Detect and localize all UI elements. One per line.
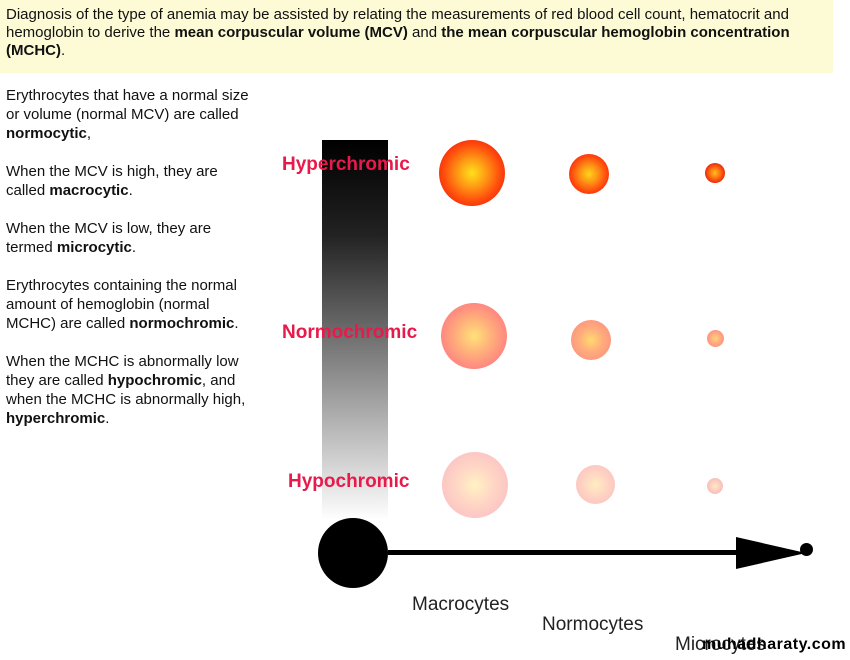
cell-hypochromic-microcyte [707, 478, 723, 494]
definition-text: . [105, 410, 110, 427]
microcytic-definition: When the MCV is low, they are termed mic… [6, 219, 256, 257]
definitions-panel: Erythrocytes that have a normal size or … [6, 86, 256, 447]
definition-text: . [128, 182, 133, 199]
cell-normochromic-macrocyte [441, 303, 507, 369]
normochromic-definition: Erythrocytes containing the normal amoun… [6, 276, 256, 333]
mchc-term: the mean corpuscular hemoglobin concentr… [6, 24, 790, 59]
normocytic-definition: Erythrocytes that have a normal size or … [6, 86, 256, 143]
column-label-normocytes: Normocytes [542, 614, 644, 635]
definition-term: hyperchromic [6, 410, 106, 427]
column-label-macrocytes: Macrocytes [412, 594, 510, 615]
size-arrow-head [736, 537, 806, 569]
cell-normochromic-microcyte [707, 330, 724, 347]
size-arrow-shaft [388, 550, 743, 555]
chromicity-gradient-bar [322, 140, 388, 520]
definition-term: normocytic [6, 125, 87, 142]
row-label-normochromic: Normochromic [282, 322, 418, 343]
definition-term: microcytic [56, 239, 132, 256]
intro-text: Diagnosis of the type of anemia may be a… [6, 6, 789, 41]
intro-text: and [407, 24, 442, 41]
definition-text: When the MCHC is abnormally low they are… [6, 353, 239, 389]
cell-hypochromic-macrocyte [442, 452, 508, 518]
intro-banner: Diagnosis of the type of anemia may be a… [0, 0, 833, 73]
row-label-hypochromic: Hypochromic [288, 471, 410, 492]
definition-term: macrocytic [49, 182, 129, 199]
cell-hyperchromic-microcyte [705, 163, 725, 183]
large-size-dot [318, 518, 388, 588]
definition-term: normochromic [129, 315, 235, 332]
definition-text: , and when the MCHC is abnormally high, [6, 372, 246, 408]
definition-text: . [131, 239, 137, 256]
cell-hypochromic-normocyte [576, 465, 615, 504]
macrocytic-definition: When the MCV is high, they are called ma… [6, 162, 256, 200]
definition-text: When the MCV is low, they are termed [6, 220, 212, 256]
intro-text: . [60, 42, 66, 59]
small-size-dot [800, 543, 813, 556]
column-label-microcytes: Microcytes [675, 634, 766, 655]
definition-text: . [234, 315, 239, 332]
definition-text: , [86, 125, 92, 142]
row-label-hyperchromic: Hyperchromic [282, 154, 410, 175]
definition-term: hypochromic [107, 372, 202, 389]
site-watermark: muhadharaty.com [702, 636, 847, 653]
definition-text: When the MCV is high, they are called [6, 163, 218, 199]
definition-text: Erythrocytes containing the normal amoun… [6, 277, 237, 332]
cell-normochromic-normocyte [571, 320, 611, 360]
definition-text: Erythrocytes that have a normal size or … [6, 87, 249, 123]
hypo-hyper-definition: When the MCHC is abnormally low they are… [6, 352, 256, 428]
mcv-term: mean corpuscular volume (MCV) [174, 24, 408, 41]
rbc-classification-diagram: Hyperchromic Normochromic Hypochromic Ma… [270, 130, 850, 660]
cell-hyperchromic-macrocyte [439, 140, 505, 206]
cell-hyperchromic-normocyte [569, 154, 609, 194]
